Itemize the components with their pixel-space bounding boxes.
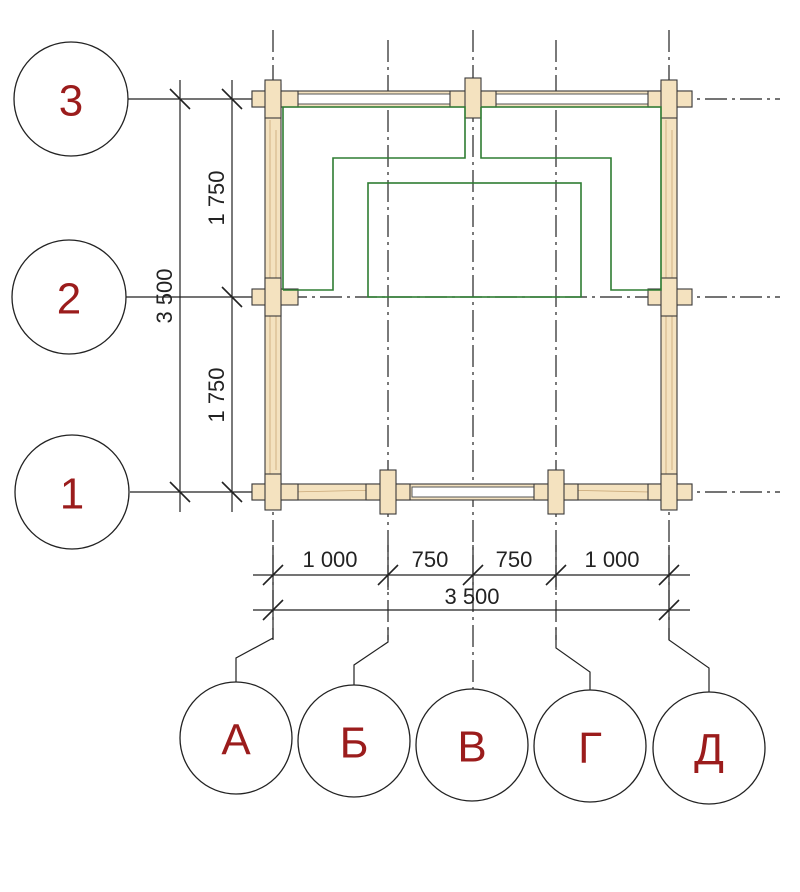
axis-bubble-v: В: [415, 688, 529, 802]
axis-label-1: 1: [60, 470, 84, 519]
axis-bubble-1: 1: [14, 434, 130, 550]
stair-outer: [282, 106, 466, 291]
column-axis-bubbles: А Б В Г Д: [179, 681, 766, 805]
junction-b1: [365, 469, 411, 515]
wall-bottom-gap: [411, 486, 535, 498]
junction-g1: [533, 469, 579, 515]
junction-v3: [449, 77, 497, 119]
dim-horizontal-750-right: 750: [496, 547, 533, 572]
axis-label-d: Д: [694, 726, 724, 775]
wall-top-gap-left: [297, 93, 451, 105]
vertical-dimensions: 3 500 1 750 1 750: [152, 80, 243, 512]
axis-bubble-d: Д: [652, 691, 766, 805]
dim-vertical-1750-top: 1 750: [204, 170, 229, 225]
junction-a2: [251, 277, 299, 317]
log-junctions: [251, 77, 693, 515]
dim-horizontal-total: 3 500: [444, 584, 499, 609]
row-axis-bubbles: 3 2 1: [11, 41, 130, 550]
junction-d1: [647, 473, 693, 511]
axis-bubble-b: Б: [297, 684, 411, 798]
axis-label-g: Г: [578, 724, 602, 773]
axis-bubble-g: Г: [533, 689, 647, 803]
junction-d3: [647, 79, 693, 119]
dim-horizontal-1000-left: 1 000: [302, 547, 357, 572]
dim-vertical-total: 3 500: [152, 268, 177, 323]
junction-d2: [647, 277, 693, 317]
axis-label-2: 2: [57, 275, 81, 324]
stair-landing: [367, 182, 582, 298]
dim-horizontal-1000-right: 1 000: [584, 547, 639, 572]
axis-label-v: В: [457, 723, 486, 772]
log-walls: [251, 83, 693, 509]
axis-label-b: Б: [340, 719, 369, 768]
axis-label-3: 3: [59, 77, 83, 126]
axis-bubble-a: А: [179, 681, 293, 795]
axis-label-a: А: [221, 716, 251, 765]
wall-top-gap-right: [495, 93, 649, 105]
dim-vertical-1750-bottom: 1 750: [204, 367, 229, 422]
junction-a1: [251, 473, 299, 511]
dim-horizontal-750-left: 750: [412, 547, 449, 572]
junction-a3: [251, 79, 299, 119]
axis-bubble-2: 2: [11, 239, 127, 355]
horizontal-dimensions: 1 000 750 750 1 000 3 500: [253, 545, 690, 625]
stair-outline: [282, 106, 662, 298]
stair-outer-right: [480, 106, 662, 291]
column-axis-lines: [272, 30, 670, 690]
axis-bubble-3: 3: [13, 41, 129, 157]
axis-leaders: [235, 628, 710, 692]
